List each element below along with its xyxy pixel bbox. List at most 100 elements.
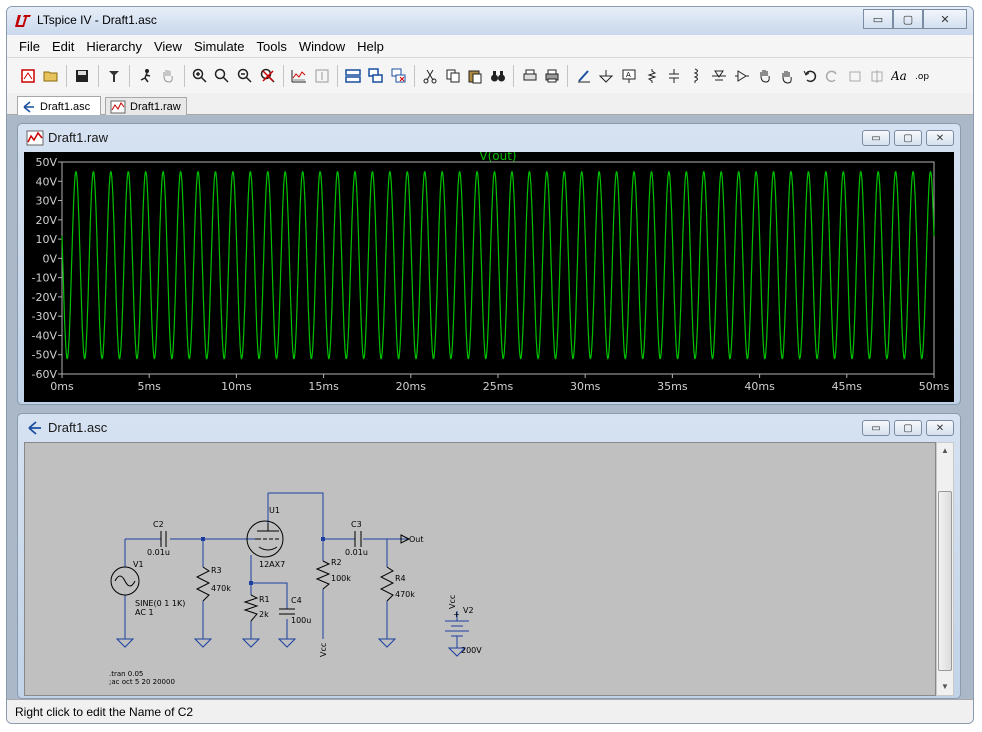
tab-waveform[interactable]: Draft1.raw	[105, 97, 187, 116]
schematic-icon	[22, 100, 36, 114]
maximize-button[interactable]: ▢	[894, 420, 922, 436]
redo-icon[interactable]	[823, 67, 841, 85]
print-icon[interactable]	[543, 67, 561, 85]
schematic-drawing[interactable]: C2 0.01u V1 SINE(0 1 1K) AC 1 R3 47	[25, 443, 935, 695]
close-button[interactable]: ✕	[923, 9, 967, 29]
waveform-window-buttons: ▭ ▢ ✕	[862, 130, 954, 146]
save-icon[interactable]	[73, 67, 91, 85]
menu-tools[interactable]: Tools	[251, 39, 293, 54]
tab-schematic[interactable]: Draft1.asc	[17, 96, 101, 116]
ac-directive[interactable]: ;ac oct 5 20 20000	[109, 678, 175, 686]
undo-icon[interactable]	[801, 67, 819, 85]
r1-label: R1	[259, 595, 270, 604]
menu-view[interactable]: View	[148, 39, 188, 54]
zoom-pan-icon[interactable]	[213, 67, 231, 85]
rotate-icon[interactable]	[846, 67, 864, 85]
waveform-icon	[110, 100, 126, 114]
waveform-plot-pane[interactable]: V(out)50V40V30V20V10V0V-10V-20V-30V-40V-…	[24, 152, 954, 402]
x-tick-label: 45ms	[832, 380, 863, 393]
scroll-thumb[interactable]	[938, 491, 952, 671]
minimize-button[interactable]: ▭	[862, 420, 890, 436]
schematic-window: Draft1.asc ▭ ▢ ✕	[17, 413, 961, 699]
menu-edit[interactable]: Edit	[46, 39, 80, 54]
cut-icon[interactable]	[421, 67, 439, 85]
spice-directive-icon[interactable]: .op	[914, 67, 932, 85]
autorange-icon[interactable]	[290, 67, 308, 85]
mdi-area: Draft1.raw ▭ ▢ ✕ V(out)50V40V30V20V10V0V…	[7, 115, 973, 699]
draw-wire-icon[interactable]	[575, 67, 593, 85]
c4-value: 100u	[291, 616, 311, 625]
menu-simulate[interactable]: Simulate	[188, 39, 251, 54]
series-v-out-line[interactable]	[62, 172, 934, 359]
tab-label: Draft1.raw	[130, 101, 181, 113]
paste-icon[interactable]	[466, 67, 484, 85]
label-net-icon[interactable]: A	[620, 67, 638, 85]
x-tick-label: 10ms	[221, 380, 252, 393]
capacitor-icon[interactable]	[665, 67, 683, 85]
cascade-icon[interactable]	[367, 67, 385, 85]
menu-window[interactable]: Window	[293, 39, 351, 54]
run-icon[interactable]	[137, 67, 155, 85]
v2-label: V2	[463, 606, 474, 615]
scroll-down-arrow-icon[interactable]: ▼	[937, 679, 953, 695]
diode-icon[interactable]	[710, 67, 728, 85]
resistor-r3[interactable]	[197, 567, 209, 601]
schematic-icon	[26, 420, 44, 436]
toolbar-separator	[184, 65, 185, 87]
y-tick-label: -20V	[32, 291, 58, 304]
c2-value: 0.01u	[147, 548, 170, 557]
y-tick-label: -30V	[32, 310, 58, 323]
open-icon[interactable]	[42, 67, 60, 85]
component-icon[interactable]	[733, 67, 751, 85]
out-label: Out	[409, 535, 424, 544]
ground-icon[interactable]	[597, 67, 615, 85]
tran-directive[interactable]: .tran 0.05	[109, 670, 143, 678]
u1-value: 12AX7	[259, 560, 285, 569]
x-tick-label: 30ms	[570, 380, 601, 393]
minimize-button[interactable]: ▭	[863, 9, 893, 29]
drag-icon[interactable]	[778, 67, 796, 85]
resistor-r4[interactable]	[381, 567, 393, 601]
maximize-button[interactable]: ▢	[894, 130, 922, 146]
toolbar-separator	[283, 65, 284, 87]
scroll-up-arrow-icon[interactable]: ▲	[937, 443, 953, 459]
control-panel-icon[interactable]	[105, 67, 123, 85]
y-tick-label: 0V	[42, 252, 57, 265]
maximize-button[interactable]: ▢	[893, 9, 923, 29]
move-icon[interactable]	[756, 67, 774, 85]
mirror-icon[interactable]	[868, 67, 886, 85]
schematic-canvas[interactable]: C2 0.01u V1 SINE(0 1 1K) AC 1 R3 47	[24, 442, 936, 696]
title-bar[interactable]: LTspice IV - Draft1.asc ▭ ▢ ✕	[7, 7, 973, 35]
minimize-button[interactable]: ▭	[862, 130, 890, 146]
close-button[interactable]: ✕	[926, 130, 954, 146]
schematic-window-title: Draft1.asc	[48, 420, 107, 435]
capacitor-c3[interactable]	[355, 531, 361, 547]
menu-file[interactable]: File	[13, 39, 46, 54]
tile-icon[interactable]	[344, 67, 362, 85]
vertical-autorange-icon[interactable]	[313, 67, 331, 85]
resistor-icon[interactable]	[643, 67, 661, 85]
close-windows-icon[interactable]	[390, 67, 408, 85]
resistor-r1[interactable]	[245, 595, 257, 621]
v1-value: SINE(0 1 1K)	[135, 599, 185, 608]
waveform-plot[interactable]: V(out)50V40V30V20V10V0V-10V-20V-30V-40V-…	[24, 152, 954, 402]
close-button[interactable]: ✕	[926, 420, 954, 436]
new-schematic-icon[interactable]	[19, 67, 37, 85]
text-icon[interactable]: Aa	[891, 67, 909, 85]
copy-icon[interactable]	[444, 67, 462, 85]
capacitor-c4[interactable]	[279, 609, 295, 614]
voltage-source-v1[interactable]	[111, 567, 139, 595]
zoom-out-icon[interactable]	[236, 67, 254, 85]
inductor-icon[interactable]	[688, 67, 706, 85]
print-preview-icon[interactable]	[521, 67, 539, 85]
menu-help[interactable]: Help	[351, 39, 390, 54]
zoom-in-icon[interactable]	[191, 67, 209, 85]
menu-hierarchy[interactable]: Hierarchy	[80, 39, 148, 54]
halt-icon[interactable]	[159, 67, 177, 85]
find-icon[interactable]	[489, 67, 507, 85]
r2-label: R2	[331, 558, 342, 567]
resistor-r2[interactable]	[317, 561, 329, 589]
zoom-fit-icon[interactable]	[259, 67, 277, 85]
capacitor-c2[interactable]	[161, 531, 166, 547]
schematic-vertical-scrollbar[interactable]: ▲ ▼	[936, 442, 954, 696]
